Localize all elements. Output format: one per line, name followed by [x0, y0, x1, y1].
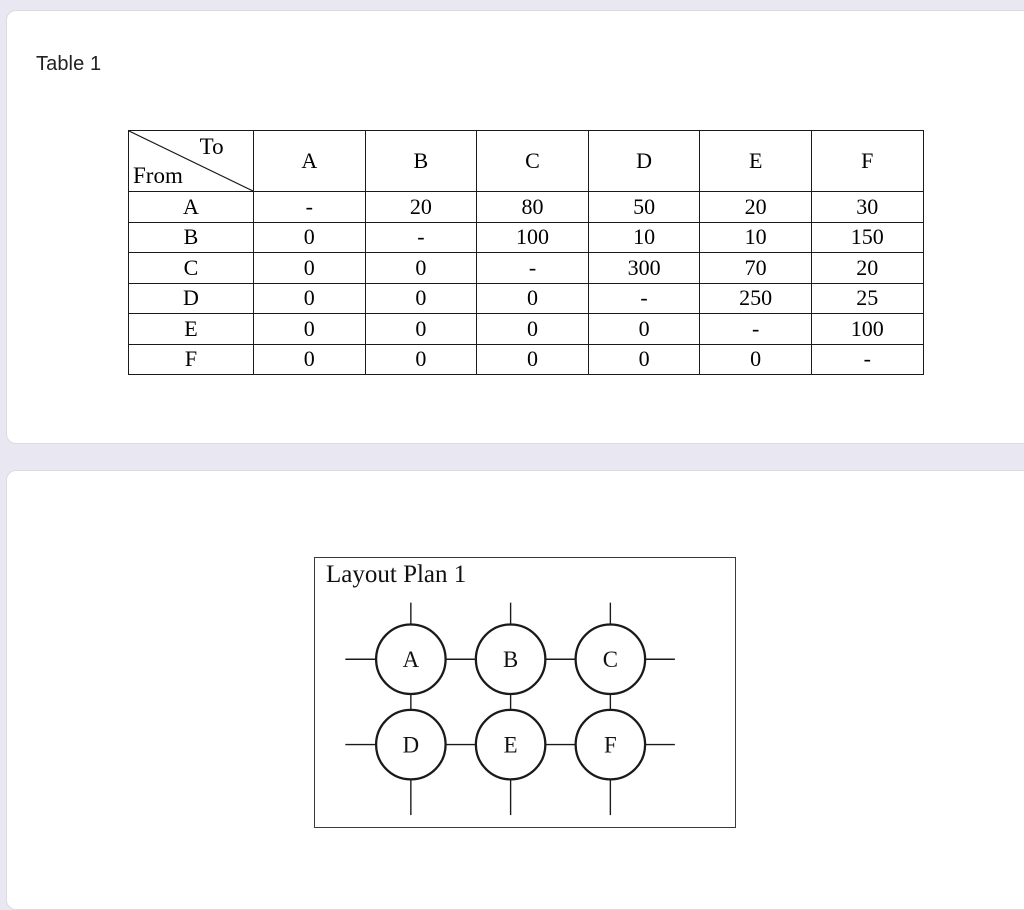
column-header: C	[476, 130, 589, 192]
facility-node	[574, 708, 647, 781]
table-cell: 80	[476, 191, 589, 223]
row-header: A	[128, 191, 254, 223]
table-cell: -	[253, 191, 366, 223]
table-cell: -	[476, 252, 589, 284]
row-header: C	[128, 252, 254, 284]
table-cell: -	[364, 221, 478, 253]
table-cell: 25	[810, 282, 924, 314]
diagonal-divider-line	[129, 131, 253, 191]
table-cell: 0	[476, 282, 589, 314]
table-cell: 20	[810, 252, 924, 284]
table-cell: 0	[699, 343, 812, 375]
table-cell: 150	[810, 221, 924, 253]
column-header: D	[587, 130, 701, 192]
column-header: F	[810, 130, 924, 192]
row-header: B	[128, 221, 254, 253]
question-card-layout: Layout Plan 1 A B C D E F	[6, 470, 1024, 910]
table-cell: -	[587, 282, 701, 314]
facility-node	[574, 623, 647, 696]
table-cell: 70	[699, 252, 812, 284]
corner-cell-content: To From	[129, 131, 253, 191]
table-cell: 0	[364, 313, 478, 345]
table-cell: 0	[364, 282, 478, 314]
table-cell: 0	[253, 282, 366, 314]
table-cell: 0	[587, 343, 701, 375]
section-title: Table 1	[36, 53, 102, 75]
corner-to-label: To	[199, 134, 224, 159]
table-cell: 0	[253, 252, 366, 284]
table-cell: 100	[810, 313, 924, 345]
facility-node-label: E	[504, 733, 518, 758]
facility-node-label: D	[403, 733, 420, 758]
row-header: D	[128, 282, 254, 314]
table-cell: -	[699, 313, 812, 345]
facility-node-label: F	[604, 733, 617, 758]
table-cell: 0	[476, 343, 589, 375]
facility-node	[474, 623, 547, 696]
layout-plan-diagram: A B C D E F	[345, 602, 675, 816]
table-cell: 10	[587, 221, 701, 253]
table-cell: 100	[476, 221, 589, 253]
table-cell: 0	[364, 252, 478, 284]
facility-node-label: A	[403, 647, 420, 672]
facility-node	[374, 708, 447, 781]
table-cell: 20	[699, 191, 812, 223]
column-header: B	[364, 130, 478, 192]
layout-plan-title: Layout Plan 1	[326, 561, 467, 588]
table-cell: 10	[699, 221, 812, 253]
facility-node	[474, 708, 547, 781]
row-header: E	[128, 313, 254, 345]
column-header: A	[253, 130, 366, 192]
table-cell: 0	[364, 343, 478, 375]
column-header: E	[699, 130, 812, 192]
facility-node-label: C	[603, 647, 618, 672]
corner-from-label: From	[133, 163, 183, 188]
table-cell: 20	[364, 191, 478, 223]
table-cell: 300	[587, 252, 701, 284]
row-header: F	[128, 343, 254, 375]
table-cell: 250	[699, 282, 812, 314]
layout-plan-box: Layout Plan 1 A B C D E F	[314, 557, 736, 828]
table-cell: 50	[587, 191, 701, 223]
table-corner-cell: To From	[128, 130, 254, 192]
table-cell: 0	[253, 343, 366, 375]
table-cell: 30	[810, 191, 924, 223]
table-cell: -	[810, 343, 924, 375]
table-cell: 0	[253, 221, 366, 253]
table-cell: 0	[476, 313, 589, 345]
table-cell: 0	[253, 313, 366, 345]
facility-node	[374, 623, 447, 696]
table-cell: 0	[587, 313, 701, 345]
facility-node-label: B	[503, 647, 518, 672]
